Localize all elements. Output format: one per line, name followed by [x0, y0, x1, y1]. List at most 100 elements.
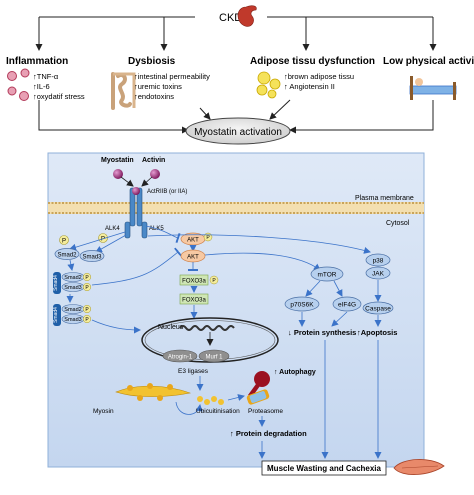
foxo3a-label: FOXO3a — [182, 279, 206, 285]
plasma-membrane — [48, 202, 424, 214]
apoptosis-label: ↑Apoptosis — [357, 328, 397, 337]
phospho-badge — [209, 275, 219, 285]
phospho-badge — [82, 314, 92, 324]
atrogin-node — [162, 349, 198, 363]
p70s6k-label: p70S6K — [290, 302, 314, 309]
bed-icon — [409, 76, 457, 100]
dna-helix-icon — [179, 325, 235, 331]
akt-label: AKT — [187, 255, 199, 261]
protein-degradation-label: ↑ Protein degradation — [230, 429, 307, 438]
smad2-label: Smad2 — [57, 253, 77, 259]
arrow-eif4g-synthesis — [331, 311, 348, 327]
eif4g-label: eIF4G — [338, 302, 356, 309]
jak-label: JAK — [372, 271, 385, 278]
foxo3a-node — [179, 274, 209, 286]
receptor-label: ActRIIB (or IIA) — [147, 189, 187, 195]
phospho-badge — [98, 233, 108, 243]
protein-synthesis-label: ↓ Protein synthesis — [288, 328, 356, 337]
arrow-smad-to-nucleus — [91, 319, 141, 334]
myostatin-ligand — [113, 169, 123, 179]
caspase-label: Caspase — [365, 306, 391, 313]
phospho-label: P — [85, 275, 89, 281]
arrow-physical-myostatin — [289, 100, 434, 134]
ckd-label: CKD — [219, 12, 242, 24]
autophagy-label: ↑ Autophagy — [274, 369, 316, 376]
phospho-label: P — [85, 317, 89, 323]
smad4-block — [53, 304, 61, 326]
smad2-label: Smad2 — [64, 307, 81, 313]
foxo3a-label: FOXO3a — [182, 298, 206, 304]
dysbiosis-title: Dysbiosis — [128, 56, 176, 67]
inflammation-item: ↑oxydatif stress — [33, 92, 85, 101]
inflammation-item: ↑IL-6 — [33, 82, 50, 91]
inflammation-cells-icon — [7, 68, 30, 101]
phospho-label: P — [206, 235, 210, 241]
phospho-badge — [82, 304, 92, 314]
plasma-membrane-label: Plasma membrane — [355, 195, 414, 202]
myostatin-activation-oval — [185, 117, 291, 145]
mtor-node — [310, 266, 344, 282]
phospho-label: P — [85, 285, 89, 291]
muscle-icon — [393, 459, 445, 475]
smad2-free — [54, 248, 80, 260]
inhibit-smad-akt — [91, 247, 182, 286]
smad3-free — [79, 250, 105, 262]
myostatin-label: Myostatin — [101, 157, 134, 164]
phospho-badge — [59, 235, 69, 245]
proteasome-icon — [246, 389, 270, 405]
ubiquitinisation-label: Ubicuitinisation — [196, 408, 240, 415]
smad3-label: Smad3 — [64, 317, 81, 323]
myosin-filament-icon — [115, 383, 192, 401]
smad4-label: Smad4 — [53, 275, 59, 291]
arrow-inflammation-myostatin — [38, 100, 189, 134]
caspase-node — [362, 301, 394, 315]
phospho-label: P — [85, 307, 89, 313]
arrow-smad-complex — [67, 259, 75, 271]
adipose-item: ↑brown adipose tissu — [284, 72, 354, 81]
phospho-label: P — [101, 237, 105, 243]
activin-ligand — [150, 169, 160, 179]
p38-label: p38 — [373, 258, 384, 265]
murf-label: Murf 1 — [205, 355, 223, 361]
actriib-receptor — [124, 187, 148, 239]
smad3-label: Smad3 — [82, 255, 102, 261]
jak-node — [365, 266, 391, 280]
inflammation-item: ↑TNF-α — [33, 72, 59, 81]
atrogin-label: Atrogin-1 — [168, 355, 193, 361]
arrow-receptor-smad2 — [69, 231, 126, 251]
smad4-block — [53, 272, 61, 294]
p38-node — [365, 253, 391, 267]
p70s6k-node — [284, 296, 320, 312]
smad2-label: Smad2 — [64, 275, 81, 281]
dysbiosis-item: ↑endotoxins — [134, 92, 174, 101]
activin-label: Activin — [142, 157, 165, 164]
dysbiosis-item: ↑intestinal permeability — [134, 72, 210, 81]
adipose-item: ↑ Angiotensin II — [284, 82, 335, 91]
autophagy-bulb-icon — [248, 371, 270, 397]
phospho-badge — [82, 282, 92, 292]
murf-node — [198, 349, 230, 363]
smad4-label: Smad4 — [53, 307, 59, 323]
phospho-label: P — [212, 278, 216, 284]
adipocyte-icon — [256, 71, 281, 99]
ubiquitinated-myosin-icon — [197, 396, 224, 405]
akt-label: AKT — [187, 238, 199, 244]
top-panel: CKD Inflammation ↑TNF-α ↑IL-6 ↑oxydatif … — [6, 5, 474, 145]
foxo3a-node — [179, 293, 209, 305]
arrow-akt-mtor — [204, 252, 321, 271]
myostatin-activation-label: Myostatin activation — [194, 127, 282, 138]
arrow-receptor-smad3 — [95, 234, 127, 253]
e3-ligases-label: E3 ligases — [178, 368, 209, 375]
arrow-receptor-p38 — [147, 234, 371, 254]
arrow-adipose-myostatin — [269, 99, 291, 120]
result-box — [261, 460, 387, 476]
arrow-mtor-eif4g — [333, 280, 343, 297]
arrow-myostatin-receptor — [120, 176, 134, 187]
physical-title: Low physical activity — [383, 56, 474, 67]
inflammation-title: Inflammation — [6, 56, 68, 67]
phospho-label: P — [62, 239, 66, 245]
kidney-icon — [237, 5, 257, 27]
intestine-icon — [111, 72, 136, 110]
smad3-label: Smad3 — [64, 285, 81, 291]
